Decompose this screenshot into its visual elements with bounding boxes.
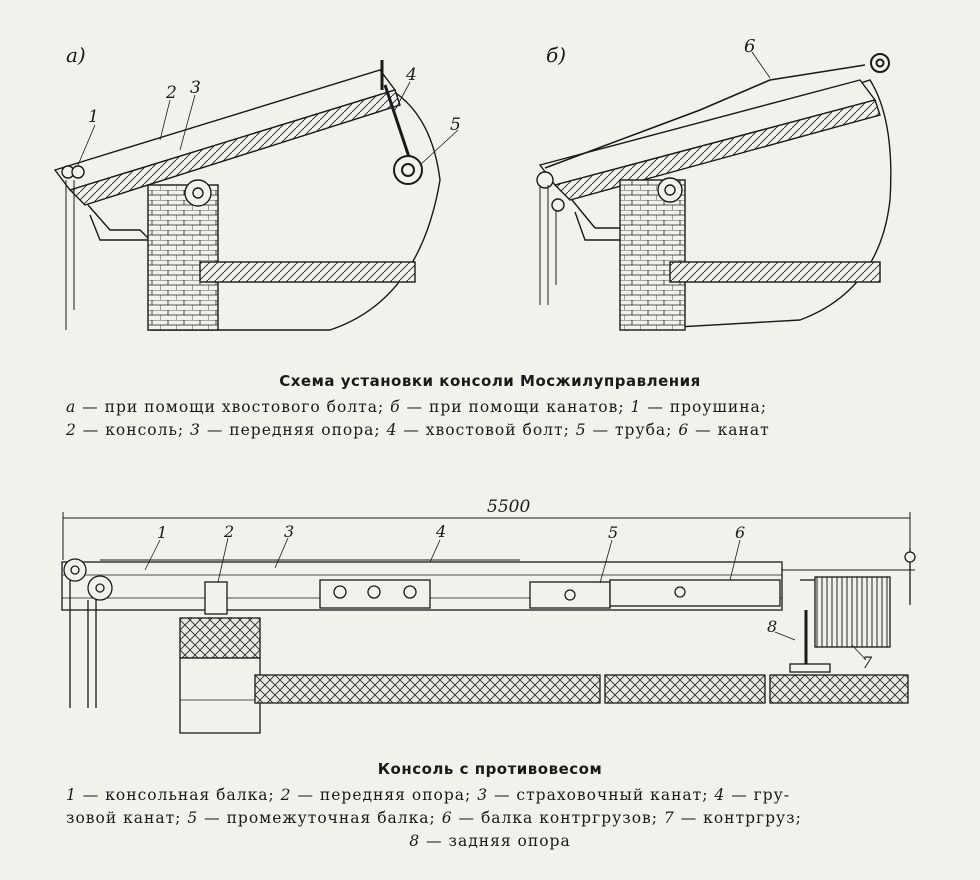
figure2-legend-line1: 1 — консольная балка; 2 — передняя опора… <box>66 786 791 804</box>
legend-mark-a: а <box>66 398 77 416</box>
legend2-mark-2: 2 <box>280 786 292 804</box>
legend-mark-2: 2 <box>66 421 77 439</box>
legend2-text-2: передняя опора; <box>319 786 472 804</box>
callout-a-2: 2 <box>165 83 177 103</box>
legend-mark-1: 1 <box>630 398 642 416</box>
legend-text-4: хвостовой болт; <box>425 421 570 439</box>
legend2-mark-7: 7 <box>663 809 675 827</box>
callout-2-8: 8 <box>767 617 777 636</box>
legend-text-2: консоль; <box>105 421 185 439</box>
legend2-text-4-cont: зовой канат; <box>66 809 182 827</box>
legend2-mark-5: 5 <box>187 809 199 827</box>
callout-2-2: 2 <box>223 522 234 541</box>
legend2-mark-6: 6 <box>441 809 453 827</box>
callout-2-6: 6 <box>735 523 745 542</box>
legend2-text-3: страховочный канат; <box>516 786 709 804</box>
legend-text-5: труба; <box>614 421 673 439</box>
figure2-legend-line3: 8 — задняя опора <box>409 832 571 850</box>
legend2-mark-8: 8 <box>409 832 421 850</box>
legend2-text-4: гру- <box>753 786 791 804</box>
callout-b-6: 6 <box>744 36 755 57</box>
callout-2-4: 4 <box>435 522 446 541</box>
legend-mark-5: 5 <box>575 421 587 439</box>
figure1-title: Схема установки консоли Мосжилуправления <box>279 372 701 390</box>
legend2-mark-4: 4 <box>714 786 726 804</box>
legend-mark-6: 6 <box>678 421 690 439</box>
figure2-title: Консоль с противовесом <box>377 760 603 778</box>
legend-mark-4: 4 <box>386 421 398 439</box>
callout-a-3: 3 <box>190 78 201 98</box>
dimension-5500: 5500 <box>487 497 530 517</box>
callout-2-5: 5 <box>608 523 618 542</box>
legend2-mark-1: 1 <box>66 786 77 804</box>
legend2-text-5: промежуточная балка; <box>226 809 436 827</box>
callout-2-1: 1 <box>157 523 167 542</box>
callout-a-1: 1 <box>88 107 99 127</box>
legend-text-b: при помощи канатов; <box>428 398 625 416</box>
panel-a-drawing <box>53 60 459 331</box>
figure1-legend-line2: 2 — консоль; 3 — передняя опора; 4 — хво… <box>66 421 770 439</box>
callout-a-4: 4 <box>405 65 417 85</box>
legend-text-3: передняя опора; <box>229 421 381 439</box>
callout-2-7: 7 <box>862 653 873 672</box>
panel-a-label: а) <box>66 43 86 67</box>
panel-b-label: б) <box>546 43 566 67</box>
legend-mark-b: б <box>390 398 401 416</box>
legend2-text-6: балка контргрузов; <box>480 809 658 827</box>
legend2-text-8: задняя опора <box>448 832 571 850</box>
callout-a-5: 5 <box>450 115 461 135</box>
figure2-legend-line2: зовой канат; 5 — промежуточная балка; 6 … <box>66 809 802 827</box>
legend-text-1: проушина; <box>669 398 767 416</box>
legend-text-6: канат <box>717 421 770 439</box>
legend2-mark-3: 3 <box>477 786 489 804</box>
figure1-legend-line1: а — при помощи хвостового болта; б — при… <box>66 398 767 416</box>
legend2-text-7: контргруз; <box>703 809 802 827</box>
panel-b-drawing <box>536 51 892 331</box>
legend2-text-1: консольная балка; <box>105 786 275 804</box>
legend-mark-3: 3 <box>190 421 201 439</box>
callout-2-3: 3 <box>284 522 294 541</box>
console-counterweight-drawing <box>61 512 916 734</box>
legend-text-a: при помощи хвостового болта; <box>104 398 385 416</box>
